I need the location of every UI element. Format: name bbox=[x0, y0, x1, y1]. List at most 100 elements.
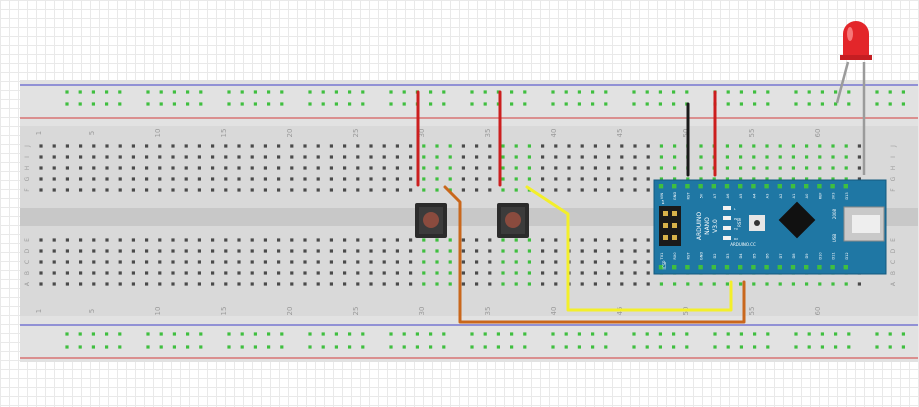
arduino-top-pin bbox=[698, 184, 703, 189]
breadboard-hole bbox=[197, 144, 201, 148]
rail-hole bbox=[78, 90, 82, 94]
breadboard-hole bbox=[171, 249, 175, 253]
breadboard-hole bbox=[593, 249, 597, 253]
rail-hole bbox=[577, 90, 581, 94]
arduino-top-pin-label: A7 bbox=[713, 194, 717, 199]
breadboard-hole bbox=[844, 155, 848, 159]
icsp-pin bbox=[672, 211, 677, 216]
breadboard-hole bbox=[131, 144, 135, 148]
breadboard-hole bbox=[488, 144, 492, 148]
reset-button-cap[interactable] bbox=[754, 220, 760, 226]
rail-hole bbox=[105, 90, 109, 94]
breadboard-hole bbox=[607, 282, 611, 286]
breadboard-hole bbox=[145, 238, 149, 242]
arduino-bottom-pin bbox=[685, 265, 690, 270]
breadboard-hole bbox=[316, 177, 320, 181]
breadboard-hole bbox=[92, 166, 96, 170]
breadboard-hole bbox=[435, 177, 439, 181]
breadboard-hole bbox=[488, 177, 492, 181]
breadboard-hole bbox=[659, 177, 663, 181]
breadboard-hole bbox=[475, 155, 479, 159]
breadboard-hole bbox=[778, 177, 782, 181]
rail-hole bbox=[685, 332, 689, 336]
breadboard-hole bbox=[752, 144, 756, 148]
icsp-pins bbox=[663, 211, 677, 240]
breadboard-hole bbox=[39, 282, 43, 286]
breadboard-hole bbox=[620, 177, 624, 181]
arduino-top-pin-label: A2 bbox=[779, 194, 783, 199]
breadboard-hole bbox=[184, 260, 188, 264]
breadboard-hole bbox=[805, 282, 809, 286]
rail-hole bbox=[632, 345, 636, 349]
rail-hole bbox=[577, 345, 581, 349]
red-led[interactable] bbox=[835, 21, 872, 175]
rail-hole bbox=[348, 102, 352, 106]
rail-hole bbox=[794, 102, 798, 106]
breadboard-hole bbox=[343, 260, 347, 264]
breadboard-hole bbox=[211, 238, 215, 242]
column-number: 25 bbox=[352, 129, 360, 138]
arduino-bottom-pin-label: D11 bbox=[832, 252, 836, 259]
breadboard-hole bbox=[554, 282, 558, 286]
breadboard-hole bbox=[501, 166, 505, 170]
pushbutton-2[interactable] bbox=[497, 203, 529, 238]
breadboard-hole bbox=[593, 177, 597, 181]
breadboard-hole bbox=[395, 188, 399, 192]
breadboard-hole bbox=[316, 188, 320, 192]
wire-yellow[interactable] bbox=[525, 185, 733, 312]
breadboard-hole bbox=[422, 282, 426, 286]
breadboard-hole bbox=[158, 177, 162, 181]
breadboard-hole bbox=[633, 271, 637, 275]
onboard-led bbox=[723, 216, 731, 220]
column-number: 30 bbox=[418, 307, 426, 316]
arduino-bottom-pin bbox=[777, 265, 782, 270]
breadboard-hole bbox=[554, 144, 558, 148]
rail-hole bbox=[645, 332, 649, 336]
breadboard-hole bbox=[277, 260, 281, 264]
breadboard-hole bbox=[211, 177, 215, 181]
rail-hole bbox=[672, 345, 676, 349]
breadboard-hole bbox=[461, 155, 465, 159]
rail-hole bbox=[604, 332, 608, 336]
breadboard-hole bbox=[382, 177, 386, 181]
breadboard-hole bbox=[277, 188, 281, 192]
breadboard-hole bbox=[646, 238, 650, 242]
breadboard-hole bbox=[277, 282, 281, 286]
breadboard-hole bbox=[329, 249, 333, 253]
breadboard-hole bbox=[92, 282, 96, 286]
rail-hole bbox=[199, 90, 203, 94]
row-letter: A bbox=[890, 281, 897, 286]
breadboard-hole bbox=[831, 155, 835, 159]
breadboard-hole bbox=[448, 155, 452, 159]
breadboard-hole bbox=[554, 177, 558, 181]
breadboard-hole bbox=[369, 144, 373, 148]
arduino-top-pin-label: REF bbox=[818, 193, 822, 200]
breadboard-hole bbox=[778, 282, 782, 286]
wire-orange[interactable] bbox=[443, 185, 746, 324]
breadboard-hole bbox=[752, 282, 756, 286]
rail-hole bbox=[523, 332, 527, 336]
column-number: 55 bbox=[748, 129, 756, 138]
breadboard-hole bbox=[488, 155, 492, 159]
breadboard-hole bbox=[171, 155, 175, 159]
rail-hole bbox=[334, 102, 338, 106]
breadboard-hole bbox=[857, 166, 861, 170]
breadboard-hole bbox=[593, 188, 597, 192]
icsp-header bbox=[659, 206, 681, 246]
rail-hole bbox=[267, 102, 271, 106]
breadboard-hole bbox=[567, 144, 571, 148]
breadboard-hole bbox=[277, 238, 281, 242]
breadboard-hole bbox=[395, 177, 399, 181]
breadboard-hole bbox=[633, 177, 637, 181]
breadboard-hole bbox=[646, 271, 650, 275]
breadboard-hole bbox=[620, 188, 624, 192]
breadboard-hole bbox=[461, 271, 465, 275]
breadboard-hole bbox=[527, 260, 531, 264]
breadboard-hole bbox=[541, 260, 545, 264]
rail-hole bbox=[645, 102, 649, 106]
rail-hole bbox=[227, 345, 231, 349]
rail-hole bbox=[308, 345, 312, 349]
pushbutton-1[interactable] bbox=[415, 203, 447, 238]
onboard-led-label: TX bbox=[733, 227, 738, 231]
rail-hole bbox=[186, 332, 190, 336]
